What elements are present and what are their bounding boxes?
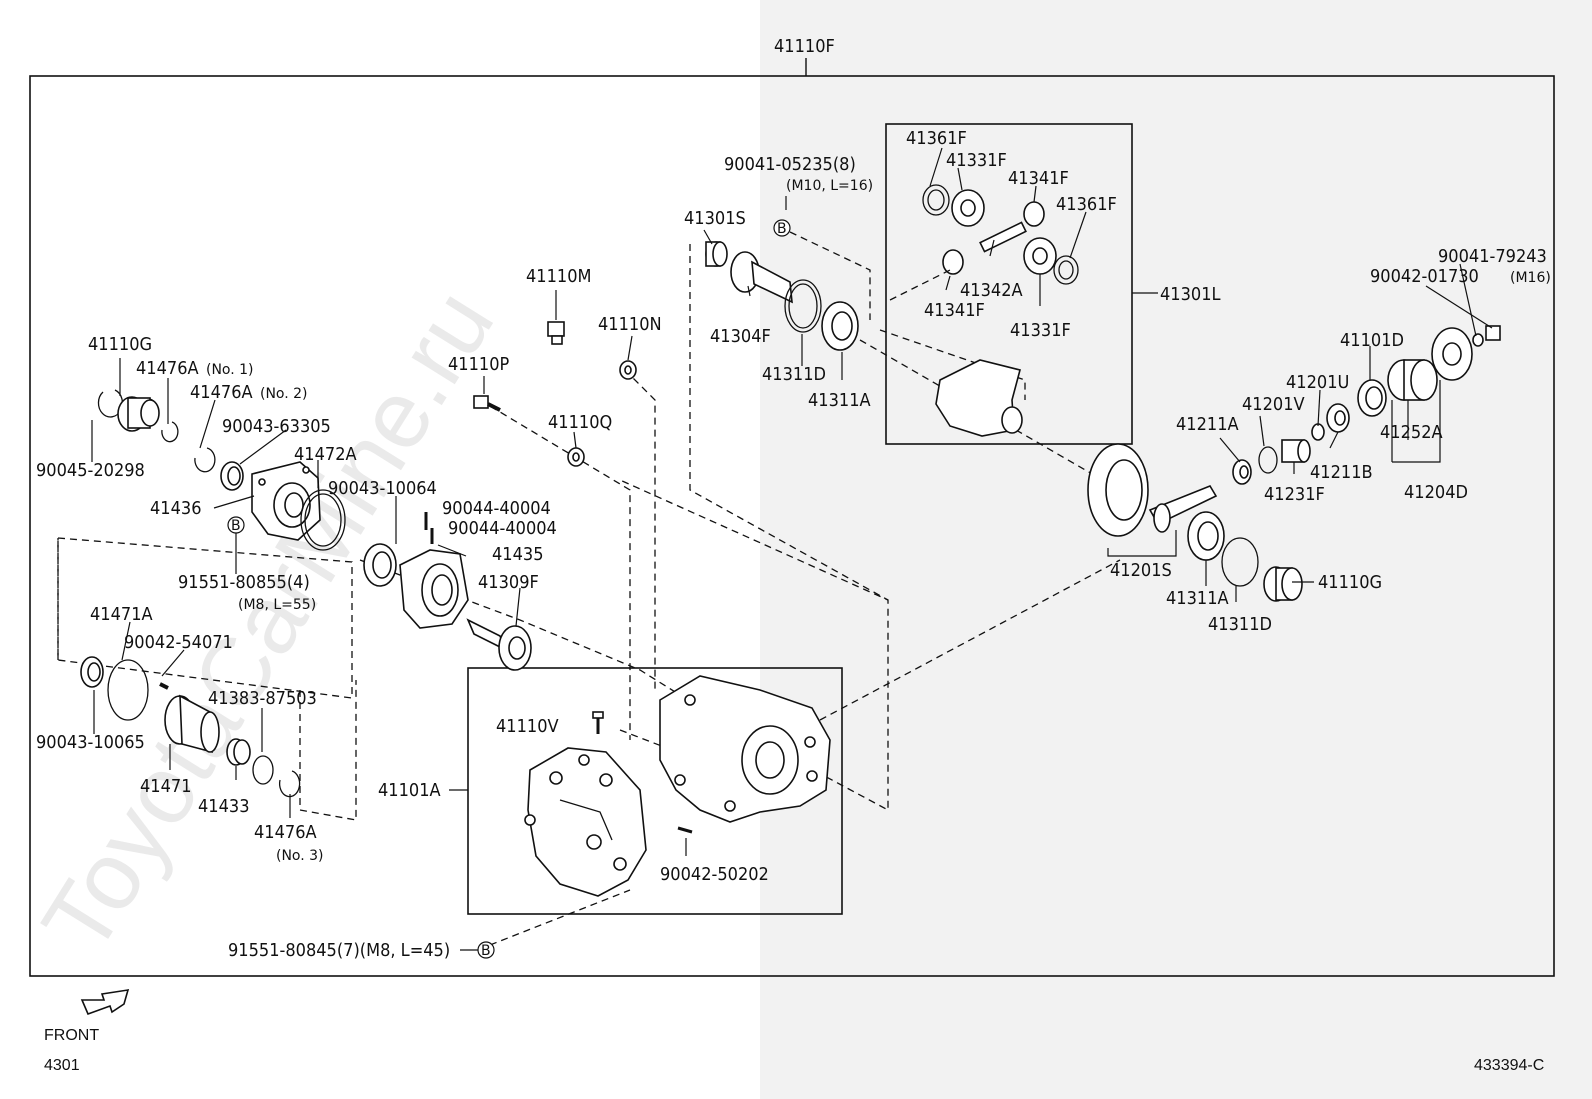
callout-90043-63305[interactable]: 90043-63305: [222, 416, 331, 437]
callout-41110G-left[interactable]: 41110G: [88, 334, 152, 355]
callout-41476A-no2[interactable]: 41476A: [190, 382, 253, 403]
callout-91551-80845[interactable]: 91551-80845(7)(M8, L=45): [228, 940, 450, 961]
diagram-id: 433394-C: [1474, 1057, 1544, 1074]
callout-41476A-no2-sub: (No. 2): [260, 386, 308, 402]
callout-41476A-no1[interactable]: 41476A: [136, 358, 199, 379]
pinion-bearing-group: [705, 241, 859, 351]
callout-41201U[interactable]: 41201U: [1286, 372, 1349, 393]
callout-41435[interactable]: 41435: [492, 544, 544, 565]
callout-41211B[interactable]: 41211B: [1310, 462, 1373, 483]
callout-41342A[interactable]: 41342A: [960, 280, 1023, 301]
callout-41361F-b[interactable]: 41361F: [1056, 194, 1117, 215]
callout-41204D[interactable]: 41204D: [1404, 482, 1468, 503]
callout-41252A[interactable]: 41252A: [1380, 422, 1443, 443]
pinion-retainer-group: [363, 321, 637, 671]
callout-41201V[interactable]: 41201V: [1242, 394, 1305, 415]
callout-41311D-top[interactable]: 41311D: [762, 364, 826, 385]
callout-41110M[interactable]: 41110M: [526, 266, 591, 287]
callout-41331F-a[interactable]: 41331F: [946, 150, 1007, 171]
callout-41304F[interactable]: 41304F: [710, 326, 771, 347]
callout-41110Q[interactable]: 41110Q: [548, 412, 612, 433]
callout-90042-01730[interactable]: 90042-01730: [1370, 266, 1479, 287]
differential-subassembly-frame: [885, 123, 1133, 445]
left-output-group: [80, 389, 346, 798]
callout-41211A[interactable]: 41211A: [1176, 414, 1239, 435]
callout-90045-20298[interactable]: 90045-20298: [36, 460, 145, 481]
callout-91551-80855-sub: (M8, L=55): [238, 597, 316, 613]
callout-41311A-top[interactable]: 41311A: [808, 390, 871, 411]
callout-41341F-b[interactable]: 41341F: [924, 300, 985, 321]
differential-internals: [889, 184, 1079, 437]
leader-lines: [91, 147, 1493, 951]
callout-41101A[interactable]: 41101A: [378, 780, 441, 801]
callout-41471A[interactable]: 41471A: [90, 604, 153, 625]
assembly-frame: [29, 75, 1555, 977]
callout-41311D-bottom[interactable]: 41311D: [1208, 614, 1272, 635]
housing-subassembly-frame: [467, 667, 843, 915]
marker-b-bottom: B: [481, 943, 491, 959]
callout-90043-10064[interactable]: 90043-10064: [328, 478, 437, 499]
callout-m16: (M16): [1510, 270, 1551, 286]
page-reference: 4301: [44, 1057, 80, 1074]
callout-90042-54071[interactable]: 90042-54071: [124, 632, 233, 653]
callout-91551-80855[interactable]: 91551-80855(4): [178, 572, 310, 593]
callout-41341F-a[interactable]: 41341F: [1008, 168, 1069, 189]
callout-41110G-right[interactable]: 41110G: [1318, 572, 1382, 593]
callout-90041-79243[interactable]: 90041-79243: [1438, 246, 1547, 267]
front-arrow-icon: [80, 989, 130, 1016]
reference-b-markers: [227, 219, 791, 959]
callout-90043-10065[interactable]: 90043-10065: [36, 732, 145, 753]
callout-41110P[interactable]: 41110P: [448, 354, 510, 375]
callout-41301S[interactable]: 41301S: [684, 208, 746, 229]
callout-labels: 41110G 41476A (No. 1) 41476A (No. 2) 900…: [36, 128, 1551, 961]
callout-41436[interactable]: 41436: [150, 498, 202, 519]
callout-41110N[interactable]: 41110N: [598, 314, 662, 335]
callout-41301L[interactable]: 41301L: [1160, 284, 1221, 305]
callout-41309F[interactable]: 41309F: [478, 572, 539, 593]
marker-b-left: B: [231, 518, 241, 534]
callout-41110V[interactable]: 41110V: [496, 716, 559, 737]
callout-41476A-no1-sub: (No. 1): [206, 362, 254, 378]
dashed-guides: [57, 231, 1121, 946]
callout-90044-40004-b[interactable]: 90044-40004: [448, 518, 557, 539]
callout-41110F[interactable]: 41110F: [774, 36, 835, 57]
callout-41476A-no3[interactable]: 41476A: [254, 822, 317, 843]
callout-41433[interactable]: 41433: [198, 796, 250, 817]
callout-41311A-bottom[interactable]: 41311A: [1166, 588, 1229, 609]
callout-41201S[interactable]: 41201S: [1110, 560, 1172, 581]
callout-41472A[interactable]: 41472A: [294, 444, 357, 465]
marker-b-top: B: [777, 221, 787, 237]
right-side-group: [1087, 325, 1501, 602]
front-label: FRONT: [44, 1027, 99, 1044]
callout-41476A-no3-sub: (No. 3): [276, 848, 324, 864]
callout-41361F-a[interactable]: 41361F: [906, 128, 967, 149]
callout-41471[interactable]: 41471: [140, 776, 192, 797]
callout-41383-87503[interactable]: 41383-87503: [208, 688, 317, 709]
callout-90042-50202[interactable]: 90042-50202: [660, 864, 769, 885]
carrier-housing: [524, 675, 831, 897]
callout-41101D[interactable]: 41101D: [1340, 330, 1404, 351]
callout-90044-40004-a[interactable]: 90044-40004: [442, 498, 551, 519]
callout-90041-05235[interactable]: 90041-05235(8): [724, 154, 856, 175]
callout-41231F[interactable]: 41231F: [1264, 484, 1325, 505]
callout-41331F-b[interactable]: 41331F: [1010, 320, 1071, 341]
callout-90041-05235-sub: (M10, L=16): [786, 178, 873, 194]
